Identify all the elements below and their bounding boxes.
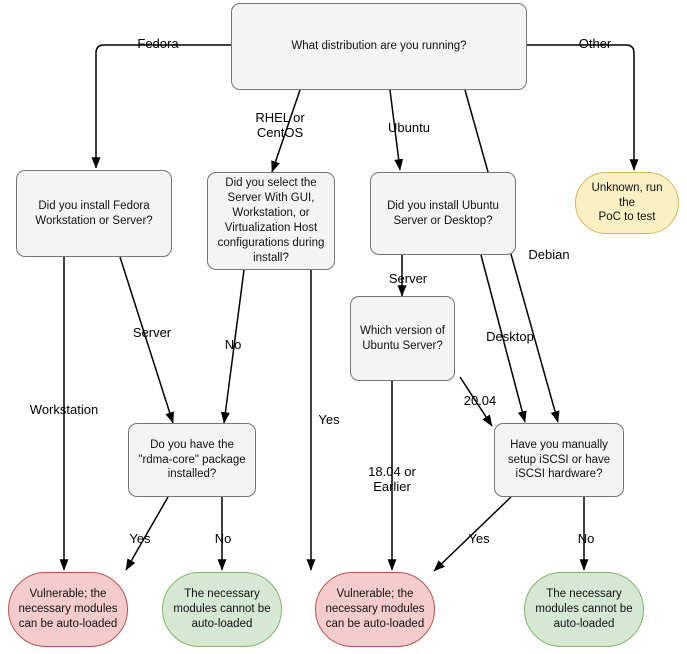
node-question-distribution[interactable]: What distribution are you running?: [231, 3, 527, 90]
node-result-unknown[interactable]: Unknown, run the PoC to test: [575, 172, 679, 234]
edge-label-other: Other: [578, 36, 612, 51]
edge-label-server-fedora: Server: [132, 325, 172, 340]
edge-label-workstation: Workstation: [29, 402, 99, 417]
node-question-rhel-config[interactable]: Did you select the Server With GUI, Work…: [207, 172, 335, 270]
node-question-ubuntu-install[interactable]: Did you install Ubuntu Server or Desktop…: [370, 172, 516, 255]
node-result-vulnerable-2[interactable]: Vulnerable; the necessary modules can be…: [315, 572, 435, 647]
node-question-ubuntu-version[interactable]: Which version of Ubuntu Server?: [350, 296, 455, 381]
node-result-vulnerable-1[interactable]: Vulnerable; the necessary modules can be…: [8, 572, 128, 647]
edge-label-yes-iscsi: Yes: [468, 531, 490, 546]
edge-label-2004: 20.04: [463, 393, 497, 408]
node-question-iscsi-setup[interactable]: Have you manually setup iSCSI or have iS…: [494, 423, 624, 497]
edge-label-no-rdma: No: [214, 531, 232, 546]
edge-label-1804-or-earlier: 18.04 or Earlier: [368, 464, 416, 495]
node-question-rdma-core[interactable]: Do you have the "rdma-core" package inst…: [128, 423, 256, 497]
edge-label-ubuntu: Ubuntu: [388, 120, 430, 135]
edge-label-server-ubuntu: Server: [388, 271, 428, 286]
edge-label-yes-rhel: Yes: [318, 412, 340, 427]
edge-label-no-iscsi: No: [577, 531, 595, 546]
edge-label-no-rhel: No: [224, 337, 242, 352]
edge-label-desktop: Desktop: [486, 329, 534, 344]
node-result-safe-1[interactable]: The necessary modules cannot be auto-loa…: [162, 572, 282, 647]
node-result-safe-2[interactable]: The necessary modules cannot be auto-loa…: [524, 572, 644, 647]
edge-label-fedora: Fedora: [137, 36, 179, 51]
edge-distro-other: [527, 44, 639, 171]
edge-label-yes-rdma: Yes: [129, 531, 151, 546]
node-question-fedora-install[interactable]: Did you install Fedora Workstation or Se…: [16, 170, 172, 257]
edge-label-debian: Debian: [528, 247, 570, 262]
edge-distro-fedora: [91, 44, 231, 169]
edge-label-rhel-centos: RHEL or CentOS: [255, 110, 305, 141]
